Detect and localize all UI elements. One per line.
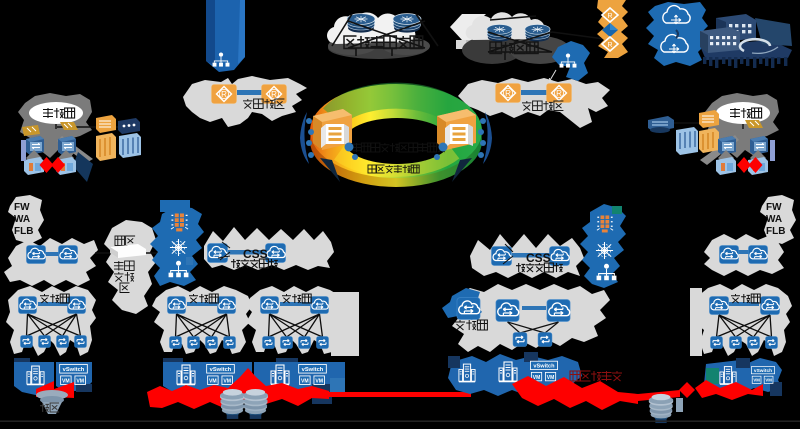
svg-text:FLB: FLB: [766, 226, 785, 237]
svg-text:WA: WA: [14, 214, 30, 225]
svg-text:R: R: [607, 42, 612, 49]
svg-text:WA: WA: [766, 214, 782, 225]
svg-text:FW: FW: [766, 202, 782, 213]
svg-text:CSS: CSS: [526, 251, 551, 265]
svg-text:FW: FW: [14, 202, 30, 213]
svg-text:R: R: [607, 13, 612, 20]
svg-text:FLB: FLB: [14, 226, 33, 237]
svg-text:CSS: CSS: [243, 247, 268, 261]
